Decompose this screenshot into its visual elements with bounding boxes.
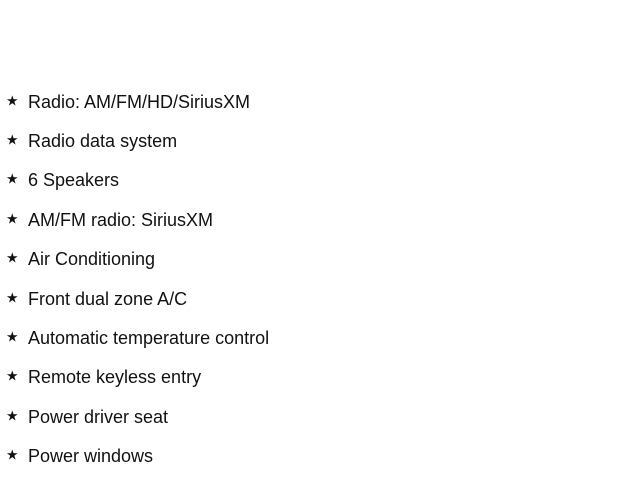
star-icon: ★ bbox=[6, 210, 19, 227]
star-icon: ★ bbox=[6, 170, 19, 187]
list-item: ★ Front dual zone A/C bbox=[0, 279, 640, 318]
feature-label: Radio: AM/FM/HD/SiriusXM bbox=[28, 91, 251, 112]
list-item: ★ Air Conditioning bbox=[0, 240, 640, 279]
list-item: ★ Radio data system bbox=[0, 121, 640, 160]
star-icon: ★ bbox=[6, 288, 19, 305]
star-icon: ★ bbox=[6, 328, 19, 345]
feature-label: Radio data system bbox=[28, 131, 178, 152]
star-icon: ★ bbox=[6, 407, 19, 424]
list-item: ★ Radio: AM/FM/HD/SiriusXM bbox=[0, 82, 640, 121]
list-item: ★ AM/FM radio: SiriusXM bbox=[0, 200, 640, 239]
feature-label: 6 Speakers bbox=[28, 170, 120, 191]
feature-label: Automatic temperature control bbox=[28, 328, 270, 349]
star-icon: ★ bbox=[6, 367, 19, 384]
feature-list: ★ Radio: AM/FM/HD/SiriusXM ★ Radio data … bbox=[0, 82, 640, 476]
star-icon: ★ bbox=[6, 249, 19, 266]
feature-label: Air Conditioning bbox=[28, 249, 156, 270]
feature-label: AM/FM radio: SiriusXM bbox=[28, 209, 214, 230]
star-icon: ★ bbox=[6, 92, 19, 109]
feature-label: Front dual zone A/C bbox=[28, 288, 188, 309]
list-item: ★ Power windows bbox=[0, 437, 640, 476]
feature-label: Power driver seat bbox=[28, 406, 169, 427]
list-item: ★ Remote keyless entry bbox=[0, 358, 640, 397]
list-item: ★ Power driver seat bbox=[0, 397, 640, 436]
list-item: ★ Automatic temperature control bbox=[0, 318, 640, 357]
feature-label: Power windows bbox=[28, 446, 154, 467]
feature-label: Remote keyless entry bbox=[28, 367, 202, 388]
star-icon: ★ bbox=[6, 446, 19, 463]
list-item: ★ 6 Speakers bbox=[0, 161, 640, 200]
star-icon: ★ bbox=[6, 131, 19, 148]
